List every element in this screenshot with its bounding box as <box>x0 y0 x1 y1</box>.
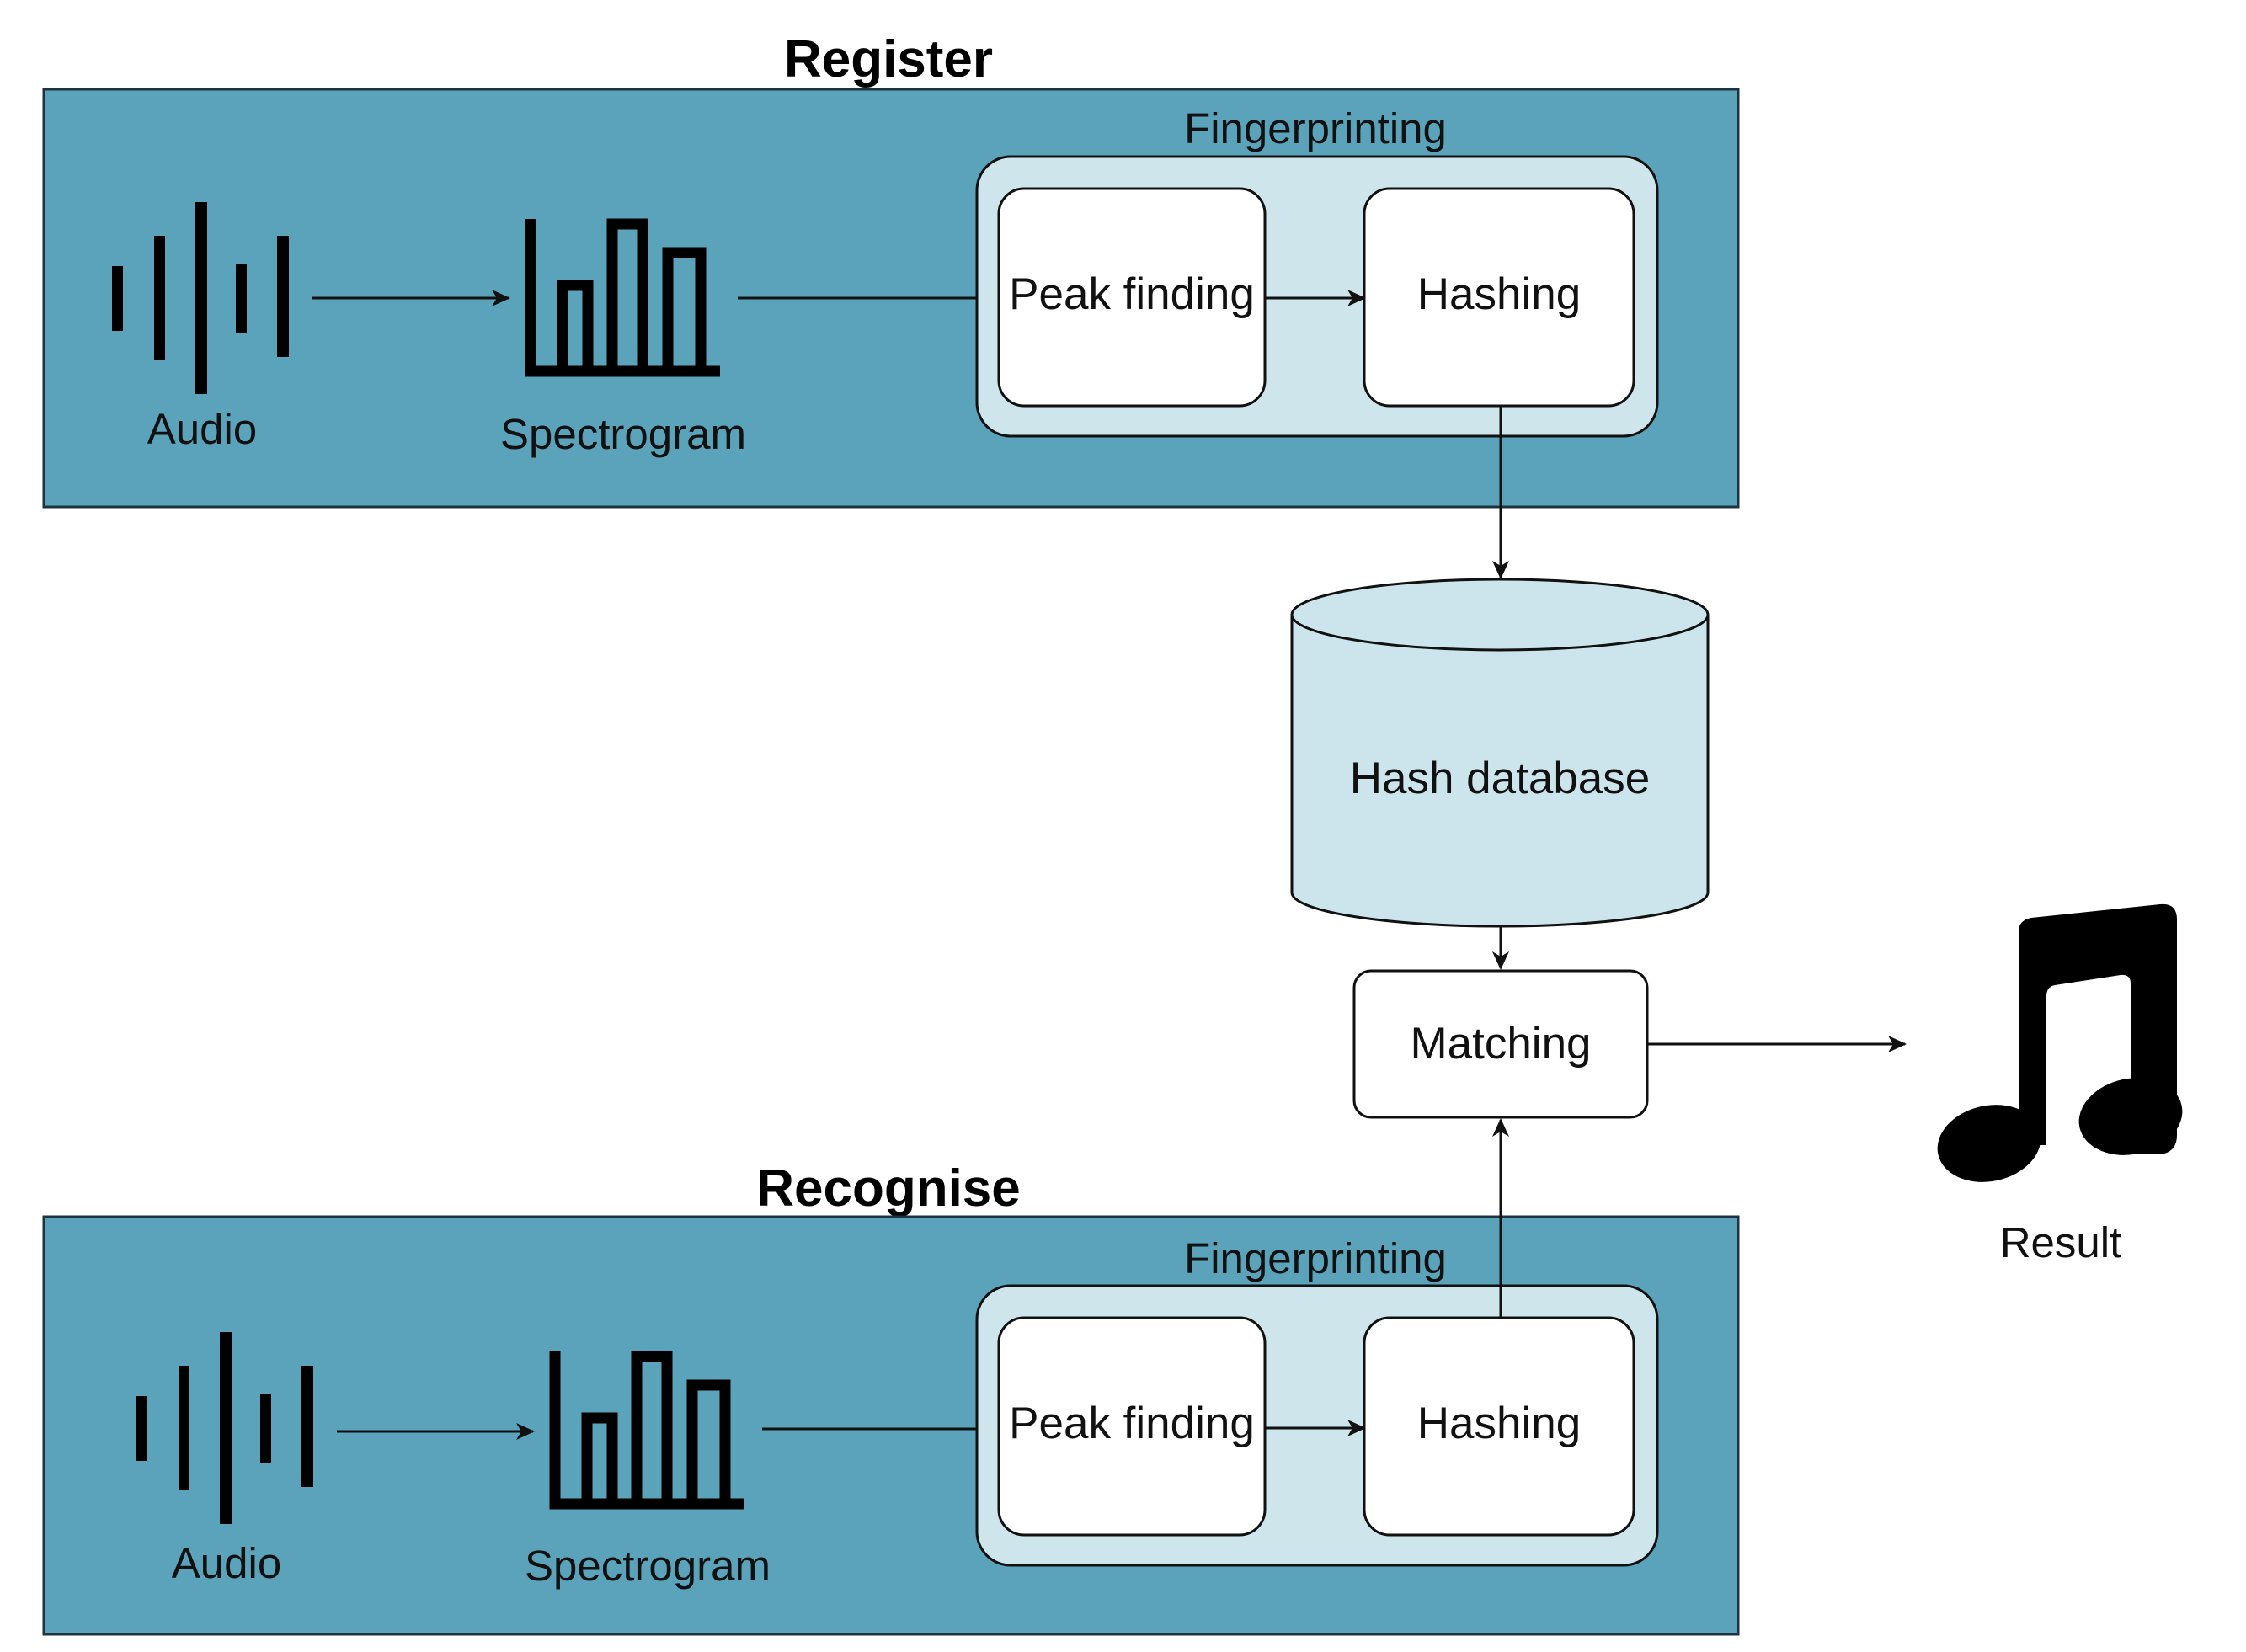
register-fingerprinting-label: Fingerprinting <box>1184 104 1447 152</box>
audio-waveform-icon <box>136 1332 313 1524</box>
recognise-audio-label: Audio <box>172 1539 281 1587</box>
hash-database-label: Hash database <box>1350 754 1651 803</box>
recognise-hashing-label: Hashing <box>1417 1399 1581 1448</box>
recognise-hashing-node <box>1363 1316 1635 1537</box>
register-audio-label: Audio <box>147 405 257 453</box>
recognise-title: Recognise <box>756 1159 1021 1218</box>
register-title: Register <box>784 30 993 88</box>
register-peak-finding-label: Peak finding <box>1009 269 1255 319</box>
result-label: Result <box>2000 1218 2122 1266</box>
spectrogram-bars-icon <box>549 1351 744 1510</box>
recognise-fingerprinting-label: Fingerprinting <box>1184 1234 1447 1282</box>
hash-database-cylinder <box>1290 578 1710 928</box>
recognise-peak-finding-label: Peak finding <box>1009 1399 1255 1448</box>
audio-waveform-icon <box>112 202 289 394</box>
register-hashing-label: Hashing <box>1417 269 1581 319</box>
spectrogram-bars-icon <box>525 218 720 377</box>
register-hashing-node <box>1363 187 1635 408</box>
recognise-spectrogram-label: Spectrogram <box>525 1542 771 1590</box>
register-spectrogram-label: Spectrogram <box>500 410 746 458</box>
matching-label: Matching <box>1410 1019 1591 1068</box>
music-note-icon <box>1937 903 2183 1182</box>
recognise-peak-finding-node <box>997 1316 1267 1537</box>
